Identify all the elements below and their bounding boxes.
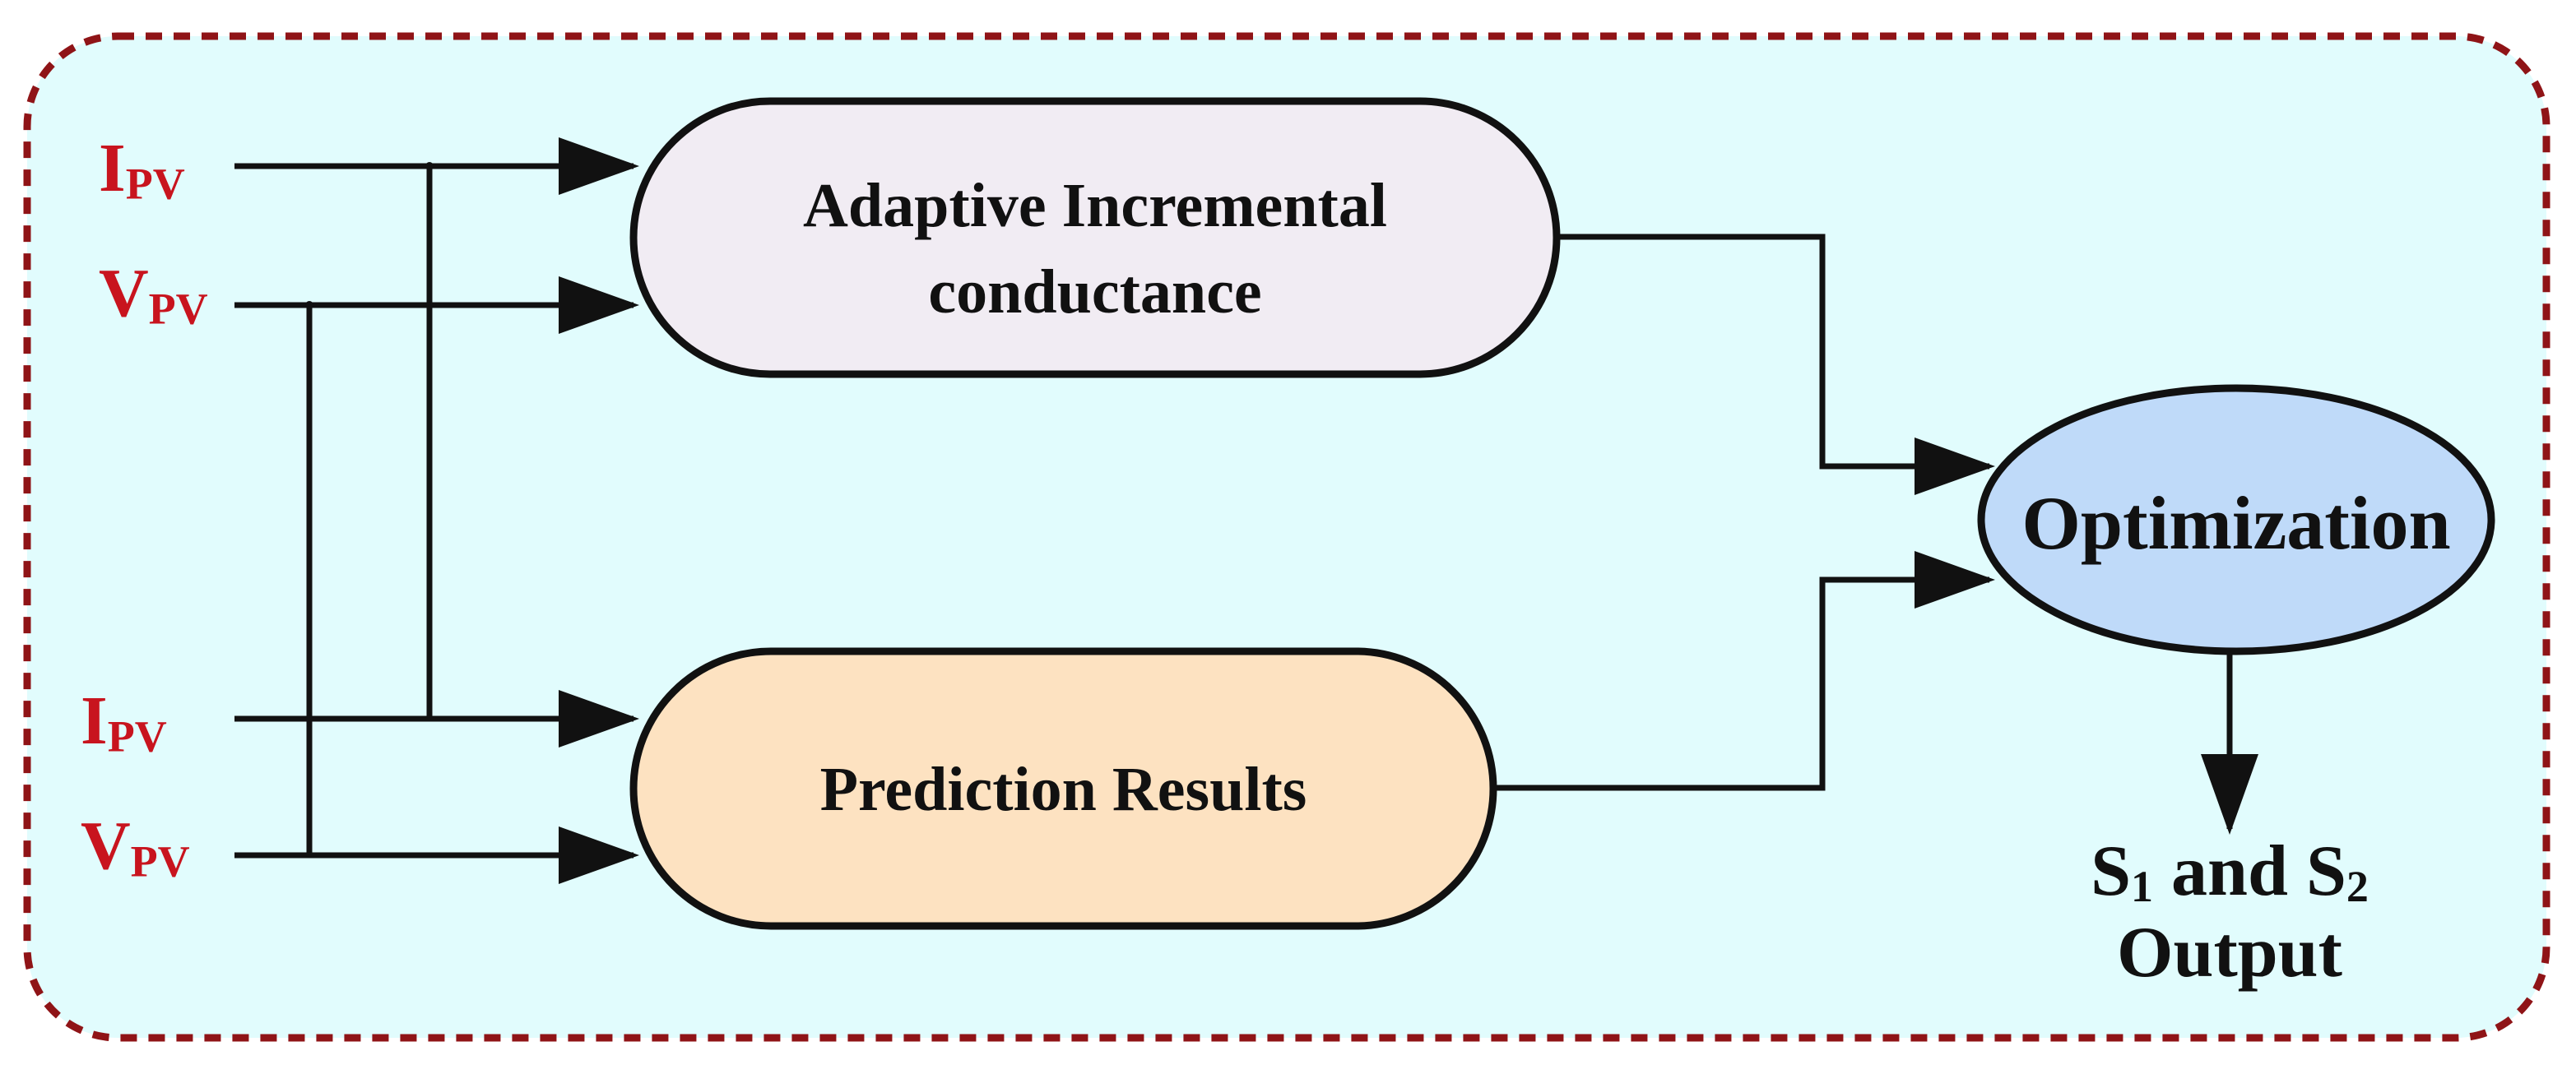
adaptive-block-label: Adaptive Incremental conductance (634, 163, 1557, 336)
top-ipv-main: I (99, 130, 126, 206)
bottom-ipv-main: I (81, 683, 108, 759)
output-line1: S1 and S2 (1983, 831, 2476, 912)
output-label: S1 and S2 Output (1983, 831, 2476, 994)
bottom-vpv-label: VPV (81, 812, 190, 884)
top-vpv-label: VPV (99, 259, 208, 331)
optimization-ellipse (1977, 384, 2495, 655)
optimization-label: Optimization (2021, 481, 2451, 565)
optimization-label-wrap: Optimization (1981, 485, 2491, 561)
prediction-block-label: Prediction Results (634, 758, 1493, 821)
and-text: and (2153, 831, 2306, 911)
s1-main: S (2091, 831, 2132, 911)
s2-main: S (2305, 831, 2346, 911)
junction-dot-mid (305, 301, 313, 309)
connector-prediction-to-optimization (1493, 551, 1995, 791)
top-vpv-sub: PV (148, 284, 208, 334)
adaptive-line1: Adaptive Incremental (803, 171, 1387, 240)
bottom-ipv-sub: PV (107, 711, 167, 762)
s1-sub: 1 (2131, 862, 2154, 912)
adaptive-line2: conductance (928, 257, 1262, 326)
top-ipv-label: IPV (99, 134, 185, 206)
prediction-label: Prediction Results (819, 755, 1307, 824)
bottom-ipv-label: IPV (81, 687, 167, 759)
connector-adaptive-to-optimization (1557, 234, 1995, 495)
junction-dot-top (425, 162, 434, 170)
s2-sub: 2 (2346, 862, 2369, 912)
output-line2: Output (2117, 913, 2342, 993)
bottom-vpv-sub: PV (130, 836, 190, 887)
top-ipv-sub: PV (125, 159, 185, 209)
top-vpv-main: V (99, 255, 149, 331)
bottom-vpv-main: V (81, 808, 131, 884)
